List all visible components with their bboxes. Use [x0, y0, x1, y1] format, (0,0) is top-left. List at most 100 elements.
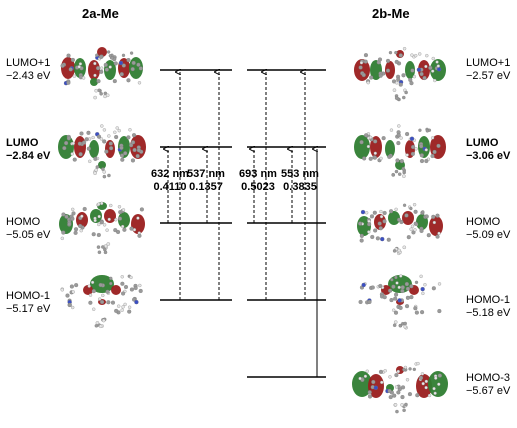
right-orbital-lumo-lobe [385, 140, 395, 158]
left-orbital-lumo-atom [108, 141, 113, 146]
right-orbital-lumo-atom [436, 143, 441, 148]
right-orbital-lumo1-atom [401, 73, 406, 78]
right-orbital-lumo-atom [425, 129, 429, 133]
right-orbital-homo-1-atom [409, 284, 414, 289]
right-orbital-lumo-atom [401, 166, 406, 171]
right-orbital-homo-3-atom [400, 385, 406, 390]
left-orbital-homo-1-atom [60, 288, 64, 292]
transition-oscillator: 0.4110 [153, 181, 187, 193]
right-orbital-lumo1-atom [398, 82, 403, 87]
right-orbital-lumo1-atom [431, 56, 435, 61]
left-orbital-homo-1-atom [69, 284, 74, 289]
right-orbital-lumo-atom [411, 144, 416, 150]
right-orbital-homo-atom [379, 214, 384, 219]
right-orbital-homo-atom [392, 249, 397, 253]
left-orbital-homo-1-atom [98, 324, 103, 328]
right-orbital-homo-1-atom [405, 286, 410, 291]
left-orbital-homo-1-atom [120, 281, 125, 286]
left-level-homo: HOMO −5.05 eV [6, 216, 50, 242]
right-orbital-homo-1-atom [370, 285, 375, 290]
right-orbital-homo-1-atom [398, 323, 403, 328]
left-level-energy: −2.43 eV [6, 70, 51, 82]
right-orbital-homo-atom [437, 231, 441, 236]
right-orbital-lumo-atom [395, 158, 400, 163]
right-orbital-lumo-atom [424, 148, 428, 152]
right-orbital-lumo1-atom [425, 54, 429, 58]
right-orbital-homo-3-atom [402, 367, 406, 372]
right-orbital-lumo-atom [373, 151, 377, 155]
left-orbital-lumo-atom [102, 128, 107, 132]
right-orbital-homo-atom [402, 203, 407, 207]
left-orbital-lumo-atom [77, 141, 82, 146]
left-orbital-homo-atom [121, 224, 125, 229]
right-orbital-homo-1-atom [404, 282, 409, 287]
left-orbital-homo-atom [82, 206, 87, 212]
left-orbital-lumo1-lobe [97, 47, 107, 57]
right-orbital-homo-atom [359, 238, 364, 243]
right-orbital-homo-1-atom [397, 298, 402, 303]
left-orbital-lumo1-atom [136, 62, 141, 67]
right-orbital-homo-3-atom [432, 386, 436, 391]
left-orbital-homo-1-atom [100, 299, 105, 305]
right-level-energy: −5.18 eV [466, 307, 511, 319]
left-orbital-homo-1-atom [101, 293, 105, 298]
right-orbital-lumo1-atom [363, 59, 368, 64]
right-orbital-lumo1-atom [402, 47, 407, 51]
left-orbital-homo-1-atom [109, 276, 113, 280]
right-orbital-lumo-atom [379, 156, 383, 161]
left-orbital-homo-1-atom [98, 282, 103, 288]
right-orbital-homo-1-atom [397, 285, 401, 289]
left-orbital-lumo-atom [114, 135, 119, 140]
left-orbital-homo-1-atom [127, 309, 132, 314]
left-orbital-lumo1-atom [72, 74, 77, 78]
right-orbital-homo-atom [404, 213, 409, 218]
right-orbital-homo-atom [382, 219, 387, 224]
left-orbital-lumo-atom [71, 141, 75, 145]
right-level-energy: −2.57 eV [466, 70, 511, 82]
right-orbital-homo-atom [372, 210, 377, 215]
right-orbital-homo-3-atom [363, 374, 368, 378]
right-orbital-lumo1-atom [398, 53, 403, 58]
left-orbital-homo-atom [102, 223, 107, 227]
right-orbital-lumo1-atom [408, 77, 413, 82]
right-orbital-homo-3-atom [415, 393, 420, 398]
left-orbital-homo-atom [114, 218, 118, 222]
right-orbital-homo-atom [413, 228, 417, 232]
left-orbital-lumo1-atom [121, 53, 126, 57]
right-orbital-homo-1-atom [405, 295, 410, 300]
right-orbital-homo-1-atom [394, 292, 399, 297]
left-orbital-lumo-atom [64, 141, 69, 146]
left-orbital-homo-1-atom [90, 280, 95, 284]
left-orbital-lumo-atom [131, 133, 137, 138]
right-orbital-homo-atom [402, 245, 407, 250]
right-orbital-lumo1-atom [366, 80, 370, 85]
left-orbital-homo-atom [96, 245, 101, 249]
right-orbital-homo-3-atom [365, 369, 369, 373]
left-orbital-lumo-lobe [89, 140, 99, 158]
left-orbital-homo-atom [78, 223, 83, 229]
right-orbital-homo-atom [370, 234, 375, 240]
right-orbital-lumo-atom [430, 136, 435, 140]
right-orbital-lumo1-atom [359, 61, 364, 65]
right-orbital-lumo1-atom [431, 69, 435, 73]
right-orbital-homo-3-atom [434, 376, 438, 380]
left-orbital-lumo1-atom [118, 60, 124, 66]
left-column-title: 2a-Me [82, 6, 119, 21]
right-orbital-lumo-atom [396, 141, 401, 146]
right-orbital-lumo1-atom [402, 95, 406, 100]
right-orbital-lumo1-atom [436, 64, 440, 68]
right-orbital-homo-3-atom [437, 382, 441, 386]
right-orbital-homo-3-atom [427, 393, 432, 398]
right-orbital-homo-1-atom [388, 288, 393, 293]
left-level-homo-1: HOMO-1 −5.17 eV [6, 290, 50, 316]
left-orbital-lumo1-atom [131, 60, 136, 65]
right-orbital-lumo-atom [399, 136, 403, 140]
left-orbital-lumo1-atom [104, 67, 109, 72]
right-orbital-homo-1-atom [400, 288, 405, 294]
left-orbital-lumo1-atom [106, 50, 111, 54]
left-orbital-lumo1-atom [112, 79, 117, 84]
right-orbital-homo-3-atom [395, 409, 399, 414]
left-orbital-lumo1-atom [99, 69, 104, 74]
left-orbital-lumo-atom [70, 152, 74, 156]
right-level-name: HOMO [466, 216, 501, 228]
